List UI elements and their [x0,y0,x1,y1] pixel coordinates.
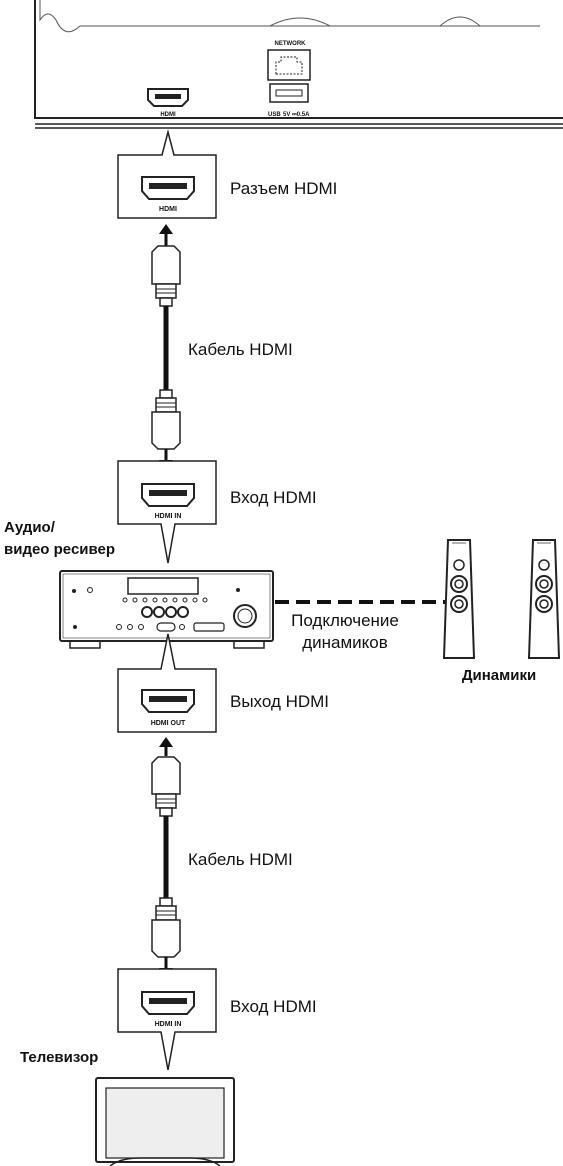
label-hdmi-jack: Разъем HDMI [230,179,337,198]
label-cable-2: Кабель HDMI [188,850,293,869]
arrow-up-2 [159,737,173,756]
usb-rating-label: 5V ⎓0.5A [283,112,310,118]
hdmi-cable-1 [151,245,181,450]
usb-port-label: USB [268,112,281,118]
connector-label-receiver-out: HDMI OUT [151,720,186,727]
network-port-icon [267,49,311,81]
network-port-label: NETWORK [275,41,307,47]
tv-icon [95,1077,235,1166]
label-speaker-conn-line2: динамиков [302,633,388,652]
label-cable-1: Кабель HDMI [188,340,293,359]
label-output: Выход HDMI [230,692,329,711]
label-speaker-conn-line1: Подключение [291,611,399,630]
label-receiver-line2: видео ресивер [4,541,115,558]
arrow-up-1 [159,224,173,246]
label-speakers: Динамики [462,667,536,684]
player-hdmi-port-label: HDMI [160,112,176,118]
callout-player-hdmi: HDMI [117,129,217,219]
callout-tv-hdmi-in: HDMI IN [117,968,217,1071]
callout-receiver-hdmi-in: HDMI IN [117,460,217,564]
callout-receiver-hdmi-out: HDMI OUT [117,633,217,733]
player-hdmi-port-icon [147,88,189,107]
speaker-right-icon [527,539,561,659]
usb-port-icon [269,83,309,103]
av-receiver-icon [59,570,274,649]
label-input-1: Вход HDMI [230,488,317,507]
speaker-left-icon [442,539,476,659]
hdmi-cable-2 [151,756,181,958]
connector-label-receiver-in: HDMI IN [155,513,182,520]
player-rear-panel: NETWORK USB 5V ⎓0.5A HDMI [34,0,563,129]
connector-label-tv-in: HDMI IN [155,1021,182,1028]
label-tv: Телевизор [20,1049,98,1066]
label-receiver-line1: Аудио/ [4,519,56,536]
connector-label-player-hdmi: HDMI [159,206,177,213]
label-input-2: Вход HDMI [230,997,317,1016]
